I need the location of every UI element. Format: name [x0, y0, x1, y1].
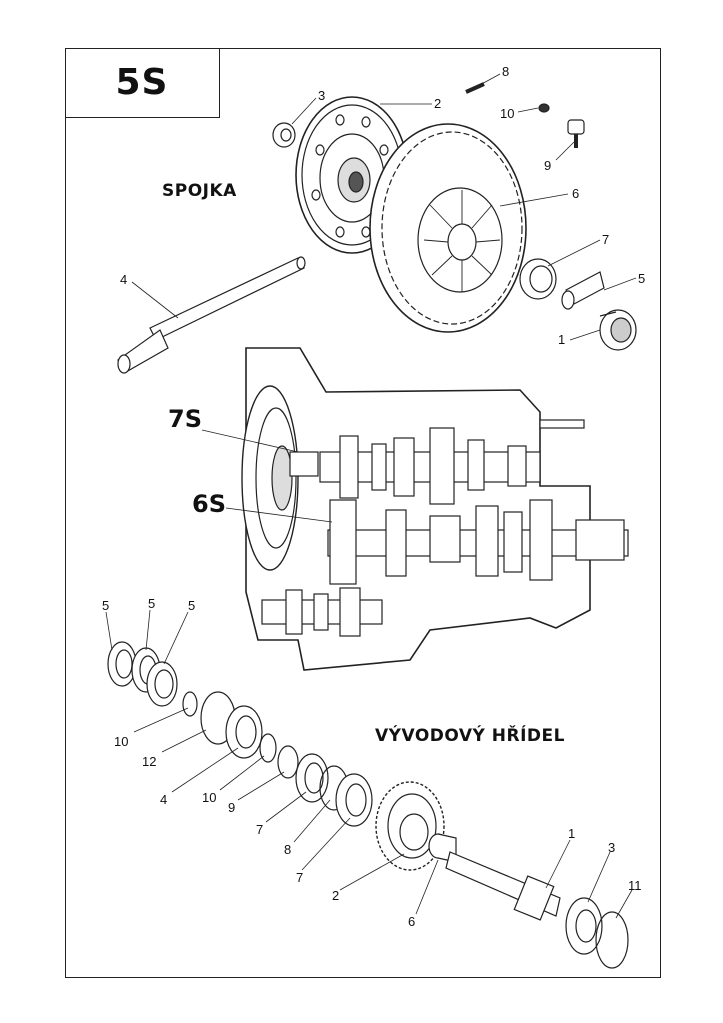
page-id-box: 5S: [65, 48, 220, 118]
callout-clutch-8: 8: [502, 64, 509, 79]
callout-pto-7b: 7: [296, 870, 303, 885]
callout-clutch-3: 3: [318, 88, 325, 103]
gearbox-ref-6s: 6S: [192, 490, 226, 518]
part-small-nut: [538, 103, 550, 113]
page-id: 5S: [115, 62, 169, 103]
part-pto-hub-3: [565, 897, 603, 955]
callout-clutch-7: 7: [602, 232, 609, 247]
callout-pto-1: 1: [568, 826, 575, 841]
callout-pto-8: 8: [284, 842, 291, 857]
callout-pto-10b: 10: [202, 790, 216, 805]
pto-shaft-section-title: VÝVODOVÝ HŘÍDEL: [375, 726, 565, 746]
part-bearing-ring: [519, 258, 557, 300]
part-pto-bearing-7a: [295, 753, 329, 803]
callout-pto-12: 12: [142, 754, 156, 769]
part-pilot-bearing: [272, 122, 296, 148]
callout-pto-3: 3: [608, 840, 615, 855]
callout-clutch-6: 6: [572, 186, 579, 201]
callout-clutch-2: 2: [434, 96, 441, 111]
callout-pto-5c: 5: [188, 598, 195, 613]
part-pressure-plate: [369, 123, 527, 333]
part-pto-gear-2: [375, 781, 445, 871]
callout-clutch-1: 1: [558, 332, 565, 347]
part-pto-ring-10b: [259, 733, 277, 763]
callout-clutch-5: 5: [638, 271, 645, 286]
part-release-bearing: [599, 309, 637, 351]
part-pin: [465, 82, 485, 94]
callout-pto-9: 9: [228, 800, 235, 815]
part-gearbox-assembly: [241, 347, 629, 671]
part-bolt: [567, 119, 585, 148]
part-release-shaft: [117, 256, 306, 374]
callout-pto-11: 11: [628, 878, 642, 893]
part-pto-ring-9: [277, 745, 299, 779]
part-release-fork: [561, 271, 605, 310]
part-pto-bearings-set: [107, 641, 178, 707]
callout-pto-6: 6: [408, 914, 415, 929]
callout-clutch-10: 10: [500, 106, 514, 121]
drawing-frame: [65, 48, 661, 978]
callout-pto-5a: 5: [102, 598, 109, 613]
callout-pto-4: 4: [160, 792, 167, 807]
part-pto-shaft-1: [445, 851, 561, 921]
callout-clutch-4: 4: [120, 272, 127, 287]
part-pto-bearing-4: [225, 705, 263, 759]
callout-clutch-9: 9: [544, 158, 551, 173]
part-pto-ring-10a: [182, 691, 198, 717]
callout-pto-7a: 7: [256, 822, 263, 837]
clutch-section-title: SPOJKA: [162, 181, 237, 201]
callout-pto-5b: 5: [148, 596, 155, 611]
callout-pto-2: 2: [332, 888, 339, 903]
gearbox-ref-7s: 7S: [168, 405, 202, 433]
part-pto-circlip-11: [595, 911, 629, 969]
callout-pto-10a: 10: [114, 734, 128, 749]
part-pto-bearing-7b: [335, 773, 373, 827]
